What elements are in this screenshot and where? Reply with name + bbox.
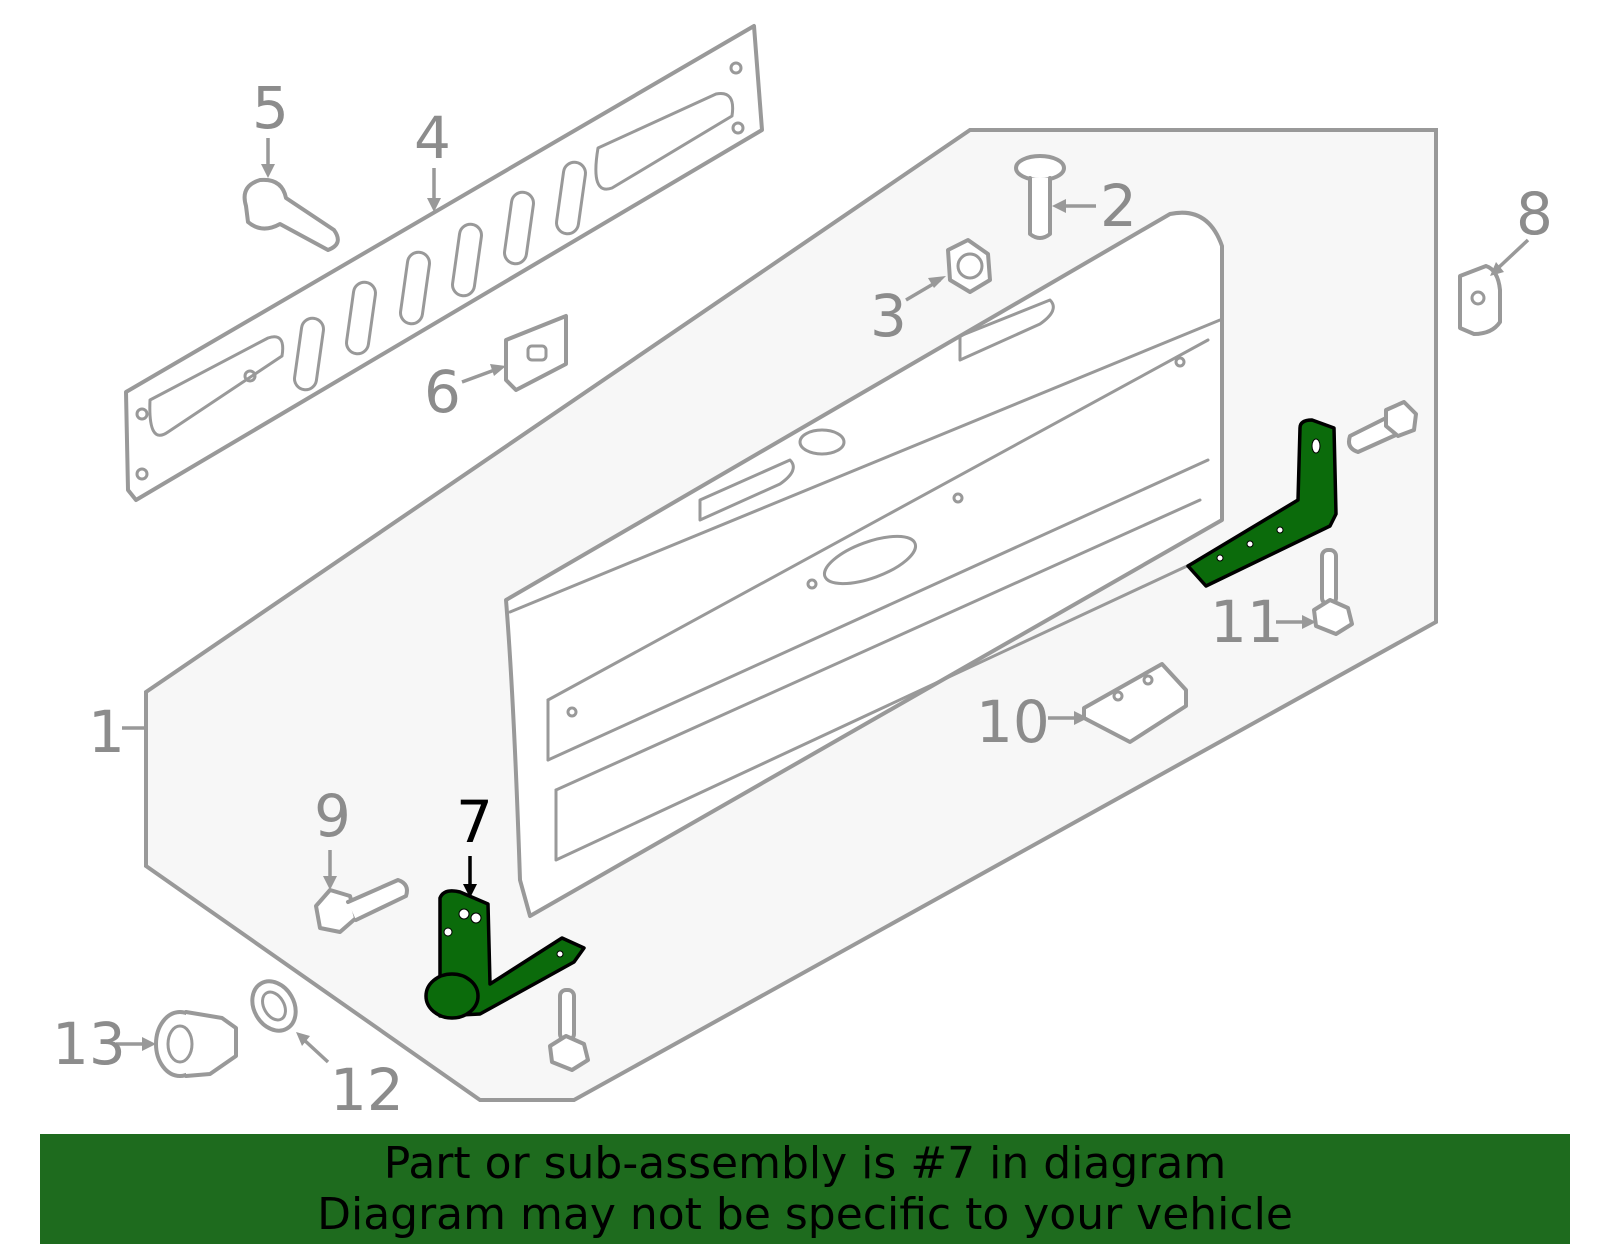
- callout-12: 12: [330, 1056, 404, 1124]
- callout-4: 4: [414, 104, 451, 172]
- part-9-bolt[interactable]: [314, 878, 409, 934]
- callout-5: 5: [252, 74, 289, 142]
- callout-2: 2: [1100, 172, 1137, 240]
- callout-11: 11: [1210, 588, 1284, 656]
- part-4-trim-panel[interactable]: [124, 24, 764, 502]
- callout-8: 8: [1516, 180, 1553, 248]
- part-info-banner: Part or sub-assembly is #7 in diagram Di…: [40, 1134, 1570, 1244]
- banner-line-2: Diagram may not be specific to your vehi…: [317, 1189, 1293, 1240]
- part-5-push-pin[interactable]: [242, 177, 340, 252]
- part-6-clip[interactable]: [504, 314, 568, 392]
- part-11-bolt[interactable]: [1312, 400, 1418, 636]
- callout-3: 3: [870, 282, 907, 350]
- part-12-washer[interactable]: [244, 973, 305, 1038]
- callout-10: 10: [976, 688, 1050, 756]
- part-8-bumper[interactable]: [1458, 264, 1502, 336]
- banner-line-1: Part or sub-assembly is #7 in diagram: [383, 1138, 1227, 1189]
- part-7-hinge-bracket[interactable]: [424, 889, 586, 1020]
- leader-lines: [116, 138, 1530, 1064]
- hinge-bolt: [548, 988, 590, 1072]
- part-2-stud[interactable]: [1014, 154, 1066, 240]
- callout-labels: 1 2 3 4 5 6 7 8 9 10 11 12 13: [52, 74, 1553, 1124]
- part-3-nut[interactable]: [946, 238, 992, 294]
- tailgate-shell: [504, 210, 1224, 918]
- right-hinge-bracket: [1186, 418, 1338, 588]
- callout-6: 6: [424, 358, 461, 426]
- callout-9: 9: [314, 782, 351, 850]
- part-13-bushing[interactable]: [154, 1010, 238, 1078]
- callout-7: 7: [456, 788, 493, 856]
- callout-13: 13: [52, 1010, 126, 1078]
- callout-1: 1: [88, 698, 125, 766]
